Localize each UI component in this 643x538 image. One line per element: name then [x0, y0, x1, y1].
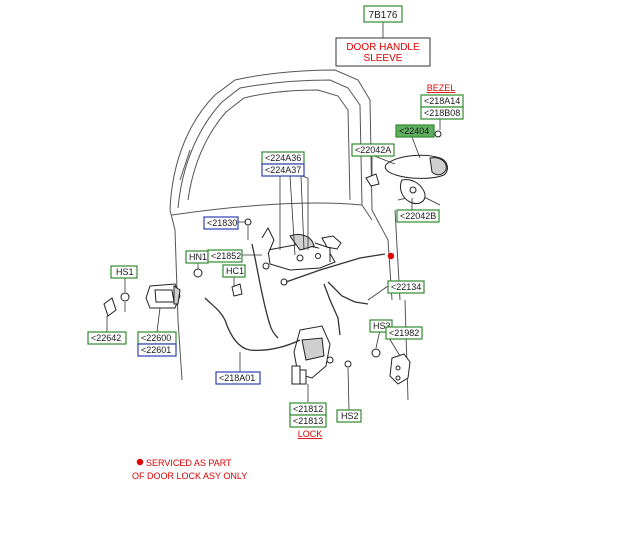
callout-22042b[interactable]: <22042B [396, 209, 440, 223]
callout-hs2[interactable]: HS2 [336, 409, 362, 423]
svg-text:SLEEVE: SLEEVE [364, 53, 403, 64]
svg-text:<21852: <21852 [211, 251, 241, 261]
svg-text:<22042A: <22042A [355, 145, 391, 155]
svg-text:<22042B: <22042B [400, 211, 436, 221]
callout-218a01[interactable]: <218A01 [215, 371, 261, 385]
outside-door-handle [365, 130, 448, 205]
callout-21813[interactable]: <21813 [289, 414, 327, 428]
svg-text:7B176: 7B176 [369, 10, 398, 21]
door-lock-assembly [291, 325, 334, 385]
svg-text:<21813: <21813 [293, 416, 323, 426]
svg-text:<218A14: <218A14 [424, 96, 460, 106]
callout-hs1[interactable]: HS1 [110, 265, 138, 279]
callout-22042a[interactable]: <22042A [351, 143, 395, 157]
svg-text:<22601: <22601 [141, 345, 171, 355]
callout-hn1[interactable]: HN1 [185, 250, 209, 264]
svg-text:<22404: <22404 [399, 126, 429, 136]
svg-text:<22600: <22600 [141, 333, 171, 343]
rods-and-cables [204, 243, 386, 351]
note-line-2: OF DOOR LOCK ASY ONLY [132, 471, 247, 481]
svg-text:HS3: HS3 [373, 321, 391, 331]
svg-text:<21812: <21812 [293, 404, 323, 414]
inside-door-handle [145, 283, 181, 309]
svg-text:<22642: <22642 [91, 333, 121, 343]
svg-text:<224A37: <224A37 [265, 165, 301, 175]
callout-21852[interactable]: <21852 [207, 249, 243, 263]
svg-text:DOOR HANDLE: DOOR HANDLE [346, 42, 420, 53]
serviced-marker-dot [387, 252, 395, 260]
svg-text:<218A01: <218A01 [219, 373, 255, 383]
callout-218a14[interactable]: <218A14 [420, 94, 464, 108]
callout-224a36[interactable]: <224A36 [261, 151, 305, 165]
callout-22600[interactable]: <22600 [137, 331, 177, 345]
svg-text:<21982: <21982 [389, 328, 419, 338]
note-bullet-dot [136, 458, 144, 466]
callout-22404[interactable]: <22404 [395, 124, 435, 138]
door-outline [169, 69, 441, 401]
svg-text:HS2: HS2 [341, 411, 359, 421]
svg-text:<22134: <22134 [391, 282, 421, 292]
callout-22134[interactable]: <22134 [387, 280, 425, 294]
svg-text:HN1: HN1 [189, 252, 207, 262]
door-lock-actuator [261, 226, 342, 271]
bezel-label: BEZEL [427, 83, 456, 93]
svg-text:<224A36: <224A36 [265, 153, 301, 163]
svg-text:HS1: HS1 [116, 267, 134, 277]
note-line-1: SERVICED AS PART [146, 458, 232, 468]
callout-21812[interactable]: <21812 [289, 402, 327, 416]
title-code-box[interactable]: 7B176 [363, 5, 403, 23]
svg-text:<218B08: <218B08 [424, 108, 460, 118]
svg-text:HC1: HC1 [226, 266, 244, 276]
callout-22642[interactable]: <22642 [87, 331, 127, 345]
leader-lines [106, 22, 441, 411]
callout-21982[interactable]: <21982 [385, 326, 423, 340]
callout-224a37[interactable]: <224A37 [261, 163, 305, 177]
callout-21830[interactable]: <21830 [203, 216, 239, 230]
lock-label: LOCK [298, 429, 323, 439]
small-fasteners [103, 218, 411, 385]
callout-218b08[interactable]: <218B08 [420, 106, 464, 120]
svg-text:<21830: <21830 [207, 218, 237, 228]
callout-hc1[interactable]: HC1 [222, 264, 246, 278]
title-name-box: DOOR HANDLE SLEEVE [335, 37, 431, 67]
callout-22601[interactable]: <22601 [137, 343, 177, 357]
